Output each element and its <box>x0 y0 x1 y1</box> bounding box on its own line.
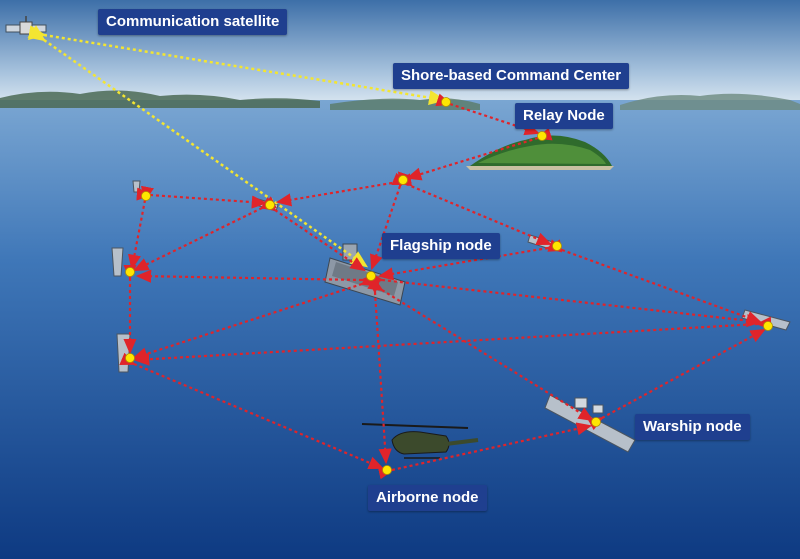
warship-icon-left-upper <box>111 247 124 277</box>
node-dot-right <box>763 321 773 331</box>
link-forward-center <box>391 172 553 246</box>
link-airborne-warship <box>377 422 593 480</box>
link-warship-right <box>587 328 766 431</box>
label-warship-node: Warship node <box>635 414 750 440</box>
node-dot-relay <box>537 131 547 141</box>
node-dot-flagship <box>366 271 376 281</box>
node-dots <box>125 97 773 475</box>
node-dot-warship <box>591 417 601 427</box>
link-flagship-warship <box>367 277 594 422</box>
link-right-leftmid <box>133 316 772 366</box>
node-dot-center-right <box>552 241 562 251</box>
warship-icon-far-small <box>132 180 141 193</box>
node-dot-airborne <box>382 465 392 475</box>
label-communication-satellite: Communication satellite <box>98 9 288 35</box>
label-shore-command-center: Shore-based Command Center <box>393 63 630 89</box>
satellite-links <box>27 25 447 268</box>
node-dot-far <box>265 200 275 210</box>
label-flagship-node: Flagship node <box>382 233 500 259</box>
warship-icon-left-mid <box>116 333 131 373</box>
node-dot-shore <box>441 97 451 107</box>
node-dot-left-upper <box>125 267 135 277</box>
label-relay-node: Relay Node <box>515 103 613 129</box>
node-dot-far-small <box>141 191 151 201</box>
sea-links <box>119 93 772 480</box>
link-forward-flagship <box>370 171 411 271</box>
link-relay-forward <box>405 127 553 181</box>
node-dot-left-mid <box>125 353 135 363</box>
coastline-right <box>620 93 800 110</box>
label-airborne-node: Airborne node <box>368 485 487 511</box>
link-center-flagship <box>377 239 563 281</box>
link-leftmid-airborne <box>119 352 385 470</box>
node-dot-forward <box>398 175 408 185</box>
